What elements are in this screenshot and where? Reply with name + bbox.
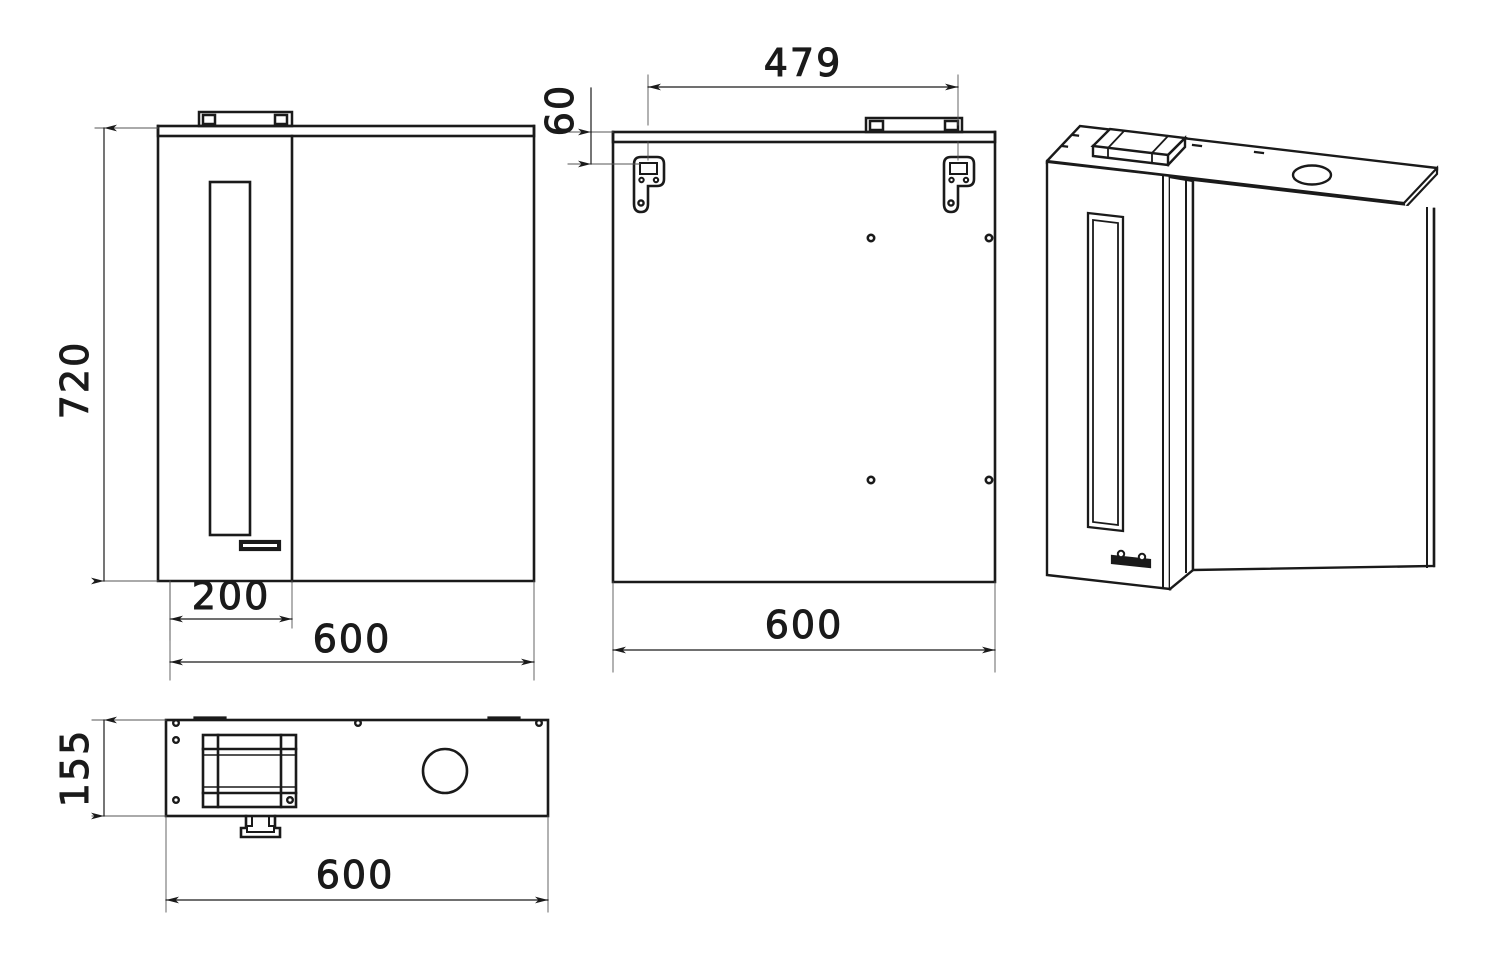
view-isometric: [1045, 124, 1439, 591]
plan-fastener-holes: [171, 719, 544, 805]
iso-door-handle: [1110, 549, 1152, 569]
iso-door-panel-recess: [1086, 211, 1125, 533]
rear-lamp-fixture: [864, 116, 964, 134]
rear-top-board: [611, 130, 997, 144]
iso-mirror-panel: [1191, 179, 1436, 572]
iso-cable-hole: [1291, 164, 1333, 186]
dim-door-200: 200: [169, 574, 293, 641]
iso-lamp-fixture: [1090, 127, 1188, 167]
front-cabinet-body: [156, 124, 536, 583]
rear-panel-body: [611, 130, 997, 584]
dim-width-600-rear: 600: [612, 581, 996, 673]
dim-label-height: 720: [53, 341, 97, 420]
dim-depth-155: 155: [53, 716, 167, 820]
wall-bracket-left: [632, 141, 666, 214]
plan-cable-hole: [421, 747, 469, 795]
dim-label-total-width-plan: 600: [316, 853, 395, 897]
front-door-handle: [238, 539, 282, 552]
dim-label-total-width-rear: 600: [765, 603, 844, 647]
front-door-panel-recess: [208, 180, 252, 537]
dim-width-600-plan: 600: [165, 815, 549, 913]
view-plan: 155 600: [53, 716, 550, 913]
iso-cabinet-side: [1168, 175, 1195, 591]
dim-width-600-front: 600: [169, 580, 535, 681]
dim-label-total-width-front: 600: [313, 617, 392, 661]
plan-door-handle: [239, 814, 282, 839]
dim-label-door-width: 200: [192, 574, 271, 618]
wall-bracket-right: [942, 141, 976, 214]
dim-label-drop: 60: [538, 84, 582, 136]
dim-label-depth: 155: [53, 729, 97, 808]
dim-label-bracket-spacing: 479: [764, 41, 843, 85]
iso-top-fixings: [1060, 133, 1265, 155]
front-top-board: [156, 124, 536, 138]
view-front-elevation: 720 200 600: [53, 110, 536, 681]
dim-bracket-479: 479: [647, 41, 959, 126]
front-lamp-fixture: [197, 110, 294, 128]
dim-drop-60: 60: [538, 83, 641, 168]
view-rear-elevation: 479 60 600: [538, 41, 997, 673]
dim-height-720: 720: [53, 124, 159, 585]
plan-lamp-fixture: [201, 733, 298, 809]
rear-fastener-holes: [866, 233, 994, 485]
